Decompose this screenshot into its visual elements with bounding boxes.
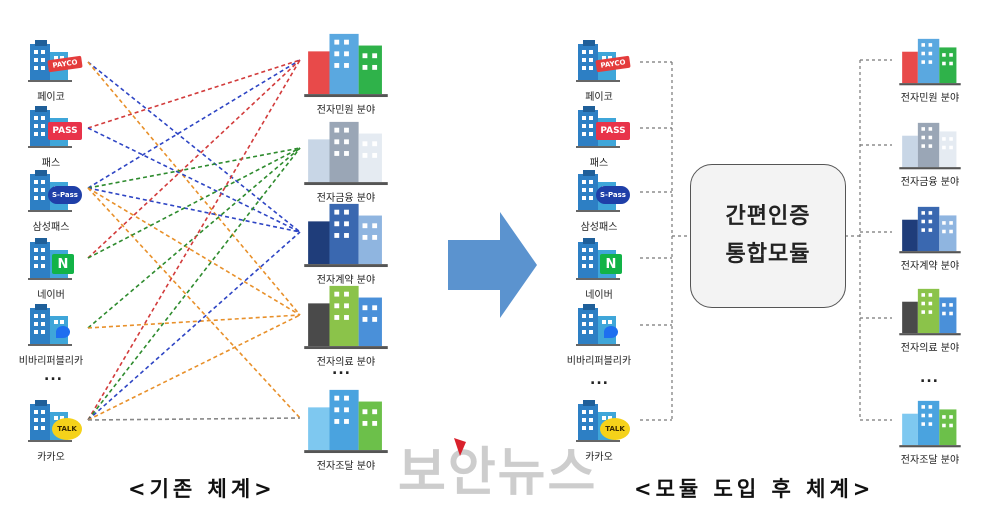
link-kakao-finance [87, 147, 301, 421]
after-field-label: 전자조달 분야 [900, 455, 960, 466]
link-payco-contract [87, 61, 301, 233]
services-ellipsis-after: ... [590, 372, 609, 388]
after-service-label: 페이코 [585, 92, 613, 103]
before-field-medical-icon [300, 282, 392, 354]
after-service-label: 비바리퍼블리카 [566, 356, 632, 367]
link-kakao-medical [87, 314, 301, 421]
before-service-pass: PASS [26, 104, 86, 149]
naver-badge: N [52, 254, 74, 274]
after-field-label: 전자의료 분야 [900, 343, 960, 354]
before-field-label: 전자조달 분야 [316, 461, 376, 472]
link-kakao-procurement [87, 417, 301, 421]
before-field-civil-icon [300, 30, 392, 102]
link-viva-finance [87, 147, 301, 329]
after-service-pass: PASS [574, 104, 634, 149]
after-field-finance-icon [894, 120, 966, 174]
before-field-label: 전자의료 분야 [316, 357, 376, 368]
after-service-label: 네이버 [585, 290, 613, 301]
before-service-label: 패스 [41, 158, 61, 169]
after-field-medical-icon [894, 286, 966, 340]
link-kakao-contract [87, 231, 301, 421]
kakao-badge: TALK [600, 418, 630, 440]
before-service-label: 삼성패스 [32, 222, 70, 233]
before-field-contract-icon [300, 200, 392, 272]
after-service-samsung-pass: S-Pass [574, 168, 634, 213]
services-ellipsis: ... [44, 368, 63, 384]
watermark: 보안뉴스 [398, 443, 598, 503]
after-service-viva-republica [574, 302, 634, 347]
before-service-samsung-pass: S-Pass [26, 168, 86, 213]
caption-after: <모듈 도입 후 체계> [634, 477, 875, 501]
before-field-label: 전자민원 분야 [316, 105, 376, 116]
before-service-viva-republica [26, 302, 86, 347]
before-service-label: 페이코 [37, 92, 65, 103]
link-kakao-civil [87, 59, 301, 421]
samsung-pass-badge: S-Pass [48, 186, 82, 204]
module-title-line1: 간편인증 [725, 204, 811, 229]
module-title-line2: 통합모듈 [725, 242, 811, 267]
after-service-naver: N [574, 236, 634, 281]
after-field-civil-icon [894, 36, 966, 90]
caption-before: <기존 체계> [128, 477, 276, 501]
module-connections [640, 59, 892, 421]
after-field-procurement-icon [894, 398, 966, 452]
link-spass-procurement [87, 187, 301, 419]
before-field-label: 전자계약 분야 [316, 275, 376, 286]
link-pass-civil [87, 59, 301, 129]
link-naver-civil [87, 59, 301, 259]
link-payco-medical [87, 61, 301, 316]
before-service-payco: PAYCO [26, 38, 86, 83]
before-service-naver: N [26, 236, 86, 281]
before-service-label: 카카오 [37, 452, 65, 463]
before-service-label: 네이버 [37, 290, 65, 301]
link-spass-medical [87, 187, 301, 316]
after-service-payco: PAYCO [574, 38, 634, 83]
link-viva-medical [87, 314, 301, 329]
fields-ellipsis: ... [332, 362, 351, 378]
pass-badge: PASS [596, 122, 630, 140]
after-field-label: 전자금융 분야 [900, 177, 960, 188]
viva-republica-badge [604, 326, 618, 338]
fields-ellipsis-after: ... [920, 370, 939, 386]
link-spass-civil [87, 59, 301, 189]
samsung-pass-badge: S-Pass [596, 186, 630, 204]
after-service-label: 패스 [589, 158, 609, 169]
naver-badge: N [600, 254, 622, 274]
after-field-contract-icon [894, 204, 966, 258]
transition-arrow-icon [448, 212, 537, 318]
pass-badge: PASS [48, 122, 82, 140]
after-service-label: 삼성패스 [580, 222, 618, 233]
link-spass-finance [87, 147, 301, 189]
kakao-badge: TALK [52, 418, 82, 440]
before-field-procurement-icon [300, 386, 392, 458]
after-field-label: 전자계약 분야 [900, 261, 960, 272]
link-naver-finance [87, 147, 301, 259]
after-service-kakao: TALK [574, 398, 634, 443]
link-pass-contract [87, 127, 301, 233]
before-field-label: 전자금융 분야 [316, 193, 376, 204]
before-service-kakao: TALK [26, 398, 86, 443]
watermark-pin-icon [454, 438, 466, 456]
link-spass-contract [87, 187, 301, 233]
viva-republica-badge [56, 326, 70, 338]
after-field-label: 전자민원 분야 [900, 93, 960, 104]
after-service-label: 카카오 [585, 452, 613, 463]
before-service-label: 비바리퍼블리카 [18, 356, 84, 367]
before-field-finance-icon [300, 118, 392, 190]
integrated-auth-module: 간편인증 통합모듈 [690, 164, 846, 308]
